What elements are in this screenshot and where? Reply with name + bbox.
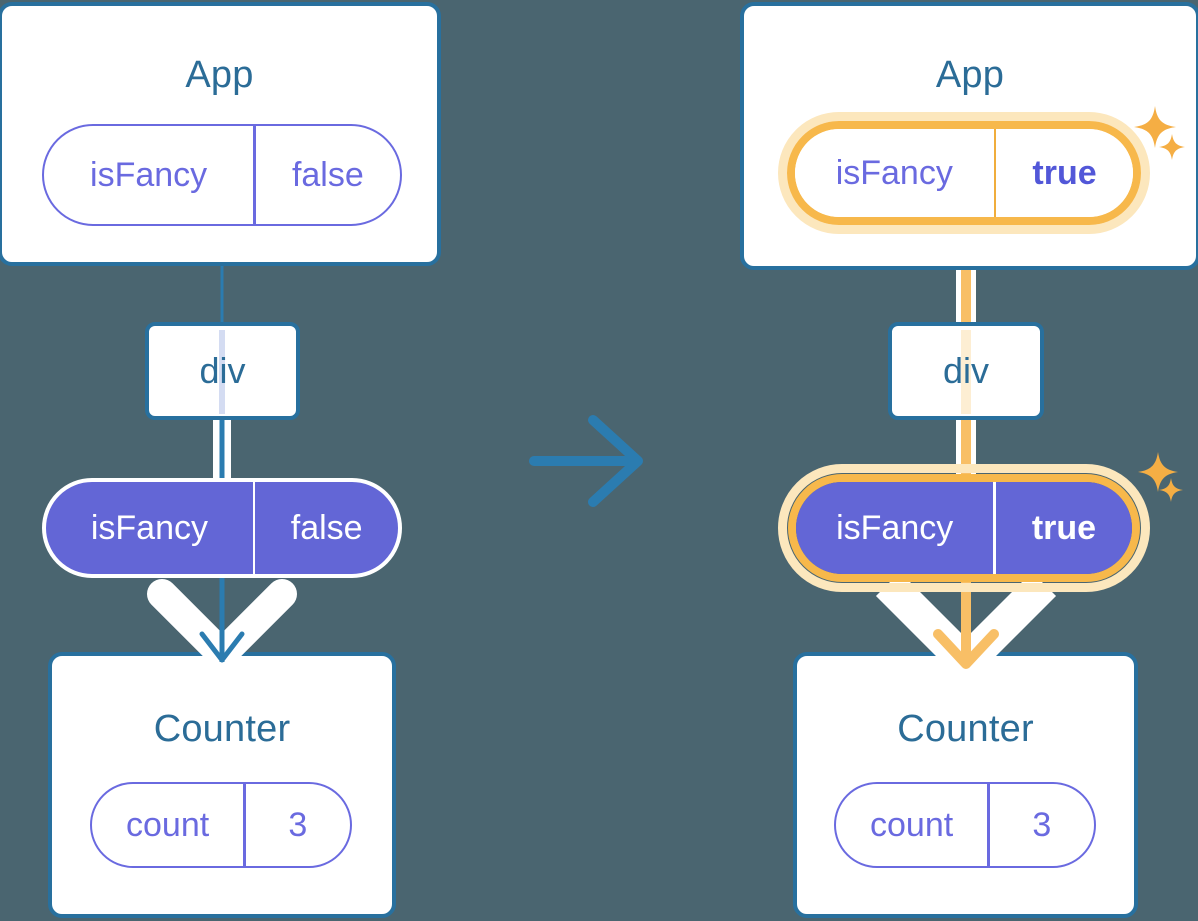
app-box-title: App [935,54,1005,96]
app-state-highlight-glow [778,112,1150,234]
app-box-title: App [185,54,254,96]
pill-divider [993,129,997,217]
prop-value: false [290,508,363,547]
counter-state-pill-before: count 3 [90,782,352,868]
app-state-pill-before: isFancy false [42,124,402,226]
pill-divider [253,126,256,224]
prop-highlight-ring [788,474,1140,582]
prop-key: isFancy [836,508,954,547]
prop-highlight-glow [778,464,1150,592]
prop-key: isFancy [90,508,208,547]
sparkle-icon-prop-large [1138,452,1178,492]
app-state-key: isFancy [90,155,208,194]
app-state-key: isFancy [835,153,953,192]
sparkle-icon-app-large [1134,106,1176,148]
counter-box-title: Counter [897,708,1034,750]
counter-box-title: Counter [153,708,291,750]
prop-pill-after: isFancy true [796,482,1132,574]
counter-state-value: 3 [1032,805,1052,844]
counter-state-key: count [126,805,210,844]
app-state-value: false [291,155,364,194]
counter-state-value: 3 [288,805,308,844]
pill-divider [987,784,990,866]
div-box-label: div [199,350,246,391]
app-state-value: true [1032,153,1097,192]
sparkle-icon-app-small [1159,134,1185,160]
div-inner-line-before [219,330,225,414]
prop-value: true [1031,508,1097,547]
sparkle-icon-prop-small [1159,478,1183,502]
pill-divider [993,482,996,574]
pill-divider [243,784,246,866]
counter-state-key: count [870,805,954,844]
app-state-pill-after: isFancy true [795,129,1133,217]
div-box-label: div [942,350,990,391]
prop-pill-before: isFancy false [42,478,402,578]
counter-state-pill-after: count 3 [834,782,1096,868]
div-inner-line-after [961,330,971,414]
pill-divider [252,482,256,574]
app-state-highlight-ring [787,121,1141,225]
